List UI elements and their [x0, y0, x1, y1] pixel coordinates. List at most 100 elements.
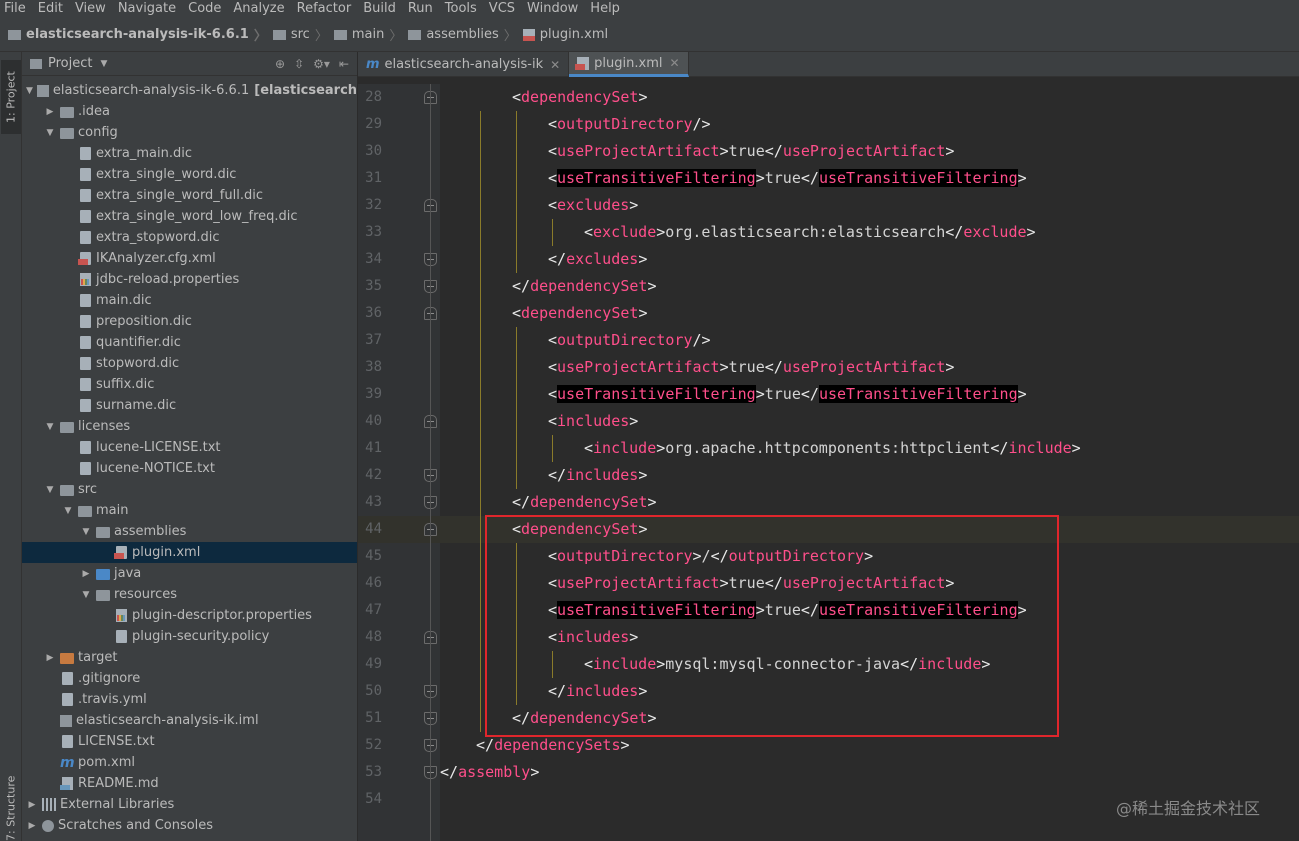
tree-item[interactable]: jdbc-reload.properties: [22, 269, 357, 290]
code-line[interactable]: <outputDirectory/>: [440, 111, 1299, 138]
close-icon[interactable]: ✕: [669, 56, 680, 70]
code-line[interactable]: </dependencySet>: [440, 273, 1299, 300]
menu-view[interactable]: View: [74, 1, 106, 16]
tree-item[interactable]: ▼assemblies: [22, 521, 357, 542]
code-line[interactable]: <exclude>org.elasticsearch:elasticsearch…: [440, 219, 1299, 246]
tree-item[interactable]: ▼src: [22, 479, 357, 500]
tree-item[interactable]: ▶.idea: [22, 101, 357, 122]
gear-icon[interactable]: ⚙▾: [313, 56, 330, 71]
code-line[interactable]: <excludes>: [440, 192, 1299, 219]
expand-arrow-icon[interactable]: ▼: [64, 505, 72, 516]
tree-item[interactable]: preposition.dic: [22, 311, 357, 332]
tree-item[interactable]: main.dic: [22, 290, 357, 311]
tree-item[interactable]: plugin.xml: [22, 542, 357, 563]
code-line[interactable]: <dependencySet>: [440, 516, 1299, 543]
breadcrumb-item[interactable]: src〉: [272, 25, 334, 44]
tree-item[interactable]: .gitignore: [22, 668, 357, 689]
menu-window[interactable]: Window: [527, 1, 579, 16]
tree-item[interactable]: extra_single_word_full.dic: [22, 185, 357, 206]
tree-item[interactable]: ▶Scratches and Consoles: [22, 815, 357, 836]
tree-item[interactable]: extra_main.dic: [22, 143, 357, 164]
tree-item[interactable]: ▶target: [22, 647, 357, 668]
tree-item[interactable]: suffix.dic: [22, 374, 357, 395]
code-line[interactable]: <useTransitiveFiltering>true</useTransit…: [440, 381, 1299, 408]
structure-tool-tab[interactable]: 7: Structure: [4, 775, 18, 841]
tree-item[interactable]: extra_single_word.dic: [22, 164, 357, 185]
menu-run[interactable]: Run: [407, 1, 433, 16]
code-line[interactable]: <useProjectArtifact>true</useProjectArti…: [440, 138, 1299, 165]
breadcrumb-item[interactable]: elasticsearch-analysis-ik-6.6.1〉: [8, 25, 273, 44]
tree-item[interactable]: ▼config: [22, 122, 357, 143]
hide-panel-icon[interactable]: ⇤: [338, 56, 349, 71]
project-tool-tab[interactable]: 1: Project: [1, 60, 21, 134]
code-line[interactable]: <outputDirectory/>: [440, 327, 1299, 354]
collapse-arrow-icon[interactable]: ▶: [82, 568, 90, 579]
menu-help[interactable]: Help: [590, 1, 620, 16]
tree-item[interactable]: elasticsearch-analysis-ik.iml: [22, 710, 357, 731]
breadcrumb-item[interactable]: plugin.xml: [522, 27, 608, 42]
code-line[interactable]: </dependencySet>: [440, 489, 1299, 516]
code-editor[interactable]: <dependencySet><outputDirectory/><usePro…: [440, 84, 1299, 841]
tree-item[interactable]: lucene-NOTICE.txt: [22, 458, 357, 479]
expand-arrow-icon[interactable]: ▼: [82, 589, 90, 600]
code-line[interactable]: <dependencySet>: [440, 300, 1299, 327]
tree-item[interactable]: LICENSE.txt: [22, 731, 357, 752]
chevron-down-icon[interactable]: ▼: [100, 58, 108, 69]
expand-arrow-icon[interactable]: ▼: [82, 526, 90, 537]
tree-item[interactable]: .travis.yml: [22, 689, 357, 710]
close-icon[interactable]: ✕: [550, 57, 561, 72]
code-line[interactable]: <outputDirectory>/</outputDirectory>: [440, 543, 1299, 570]
tree-item[interactable]: ▼licenses: [22, 416, 357, 437]
tree-item[interactable]: surname.dic: [22, 395, 357, 416]
tree-item[interactable]: lucene-LICENSE.txt: [22, 437, 357, 458]
breadcrumb-item[interactable]: main〉: [333, 25, 409, 44]
expand-arrow-icon[interactable]: ▼: [46, 421, 54, 432]
menu-code[interactable]: Code: [188, 1, 222, 16]
code-line[interactable]: </excludes>: [440, 246, 1299, 273]
breadcrumb-item[interactable]: assemblies〉: [408, 25, 522, 44]
menu-navigate[interactable]: Navigate: [117, 1, 177, 16]
collapse-all-icon[interactable]: ⇳: [294, 56, 305, 71]
tree-item[interactable]: plugin-descriptor.properties: [22, 605, 357, 626]
tree-item[interactable]: quantifier.dic: [22, 332, 357, 353]
code-line[interactable]: </includes>: [440, 678, 1299, 705]
tree-item[interactable]: ▶java: [22, 563, 357, 584]
collapse-arrow-icon[interactable]: ▶: [28, 820, 36, 831]
code-line[interactable]: <includes>: [440, 408, 1299, 435]
tree-item[interactable]: README.md: [22, 773, 357, 794]
tree-item[interactable]: plugin-security.policy: [22, 626, 357, 647]
menu-file[interactable]: File: [4, 1, 26, 16]
menu-build[interactable]: Build: [363, 1, 396, 16]
expand-arrow-icon[interactable]: ▼: [46, 484, 54, 495]
tree-item[interactable]: extra_stopword.dic: [22, 227, 357, 248]
menu-analyze[interactable]: Analyze: [233, 1, 285, 16]
collapse-arrow-icon[interactable]: ▶: [28, 799, 36, 810]
tree-item[interactable]: ▶External Libraries: [22, 794, 357, 815]
code-line[interactable]: <includes>: [440, 624, 1299, 651]
tree-item[interactable]: stopword.dic: [22, 353, 357, 374]
tree-item[interactable]: ▼resources: [22, 584, 357, 605]
tree-item[interactable]: extra_single_word_low_freq.dic: [22, 206, 357, 227]
menu-edit[interactable]: Edit: [37, 1, 63, 16]
code-line[interactable]: <dependencySet>: [440, 84, 1299, 111]
code-line[interactable]: <useTransitiveFiltering>true</useTransit…: [440, 165, 1299, 192]
code-line[interactable]: <useProjectArtifact>true</useProjectArti…: [440, 570, 1299, 597]
project-panel-title[interactable]: Project: [48, 56, 93, 71]
tree-item[interactable]: IKAnalyzer.cfg.xml: [22, 248, 357, 269]
code-line[interactable]: <useTransitiveFiltering>true</useTransit…: [440, 597, 1299, 624]
menu-refactor[interactable]: Refactor: [296, 1, 352, 16]
code-line[interactable]: <include>org.apache.httpcomponents:httpc…: [440, 435, 1299, 462]
tree-item[interactable]: ▼elasticsearch-analysis-ik-6.6.1[elastic…: [22, 80, 357, 101]
code-line[interactable]: <useProjectArtifact>true</useProjectArti…: [440, 354, 1299, 381]
code-line[interactable]: </dependencySets>: [440, 732, 1299, 759]
expand-arrow-icon[interactable]: ▼: [46, 127, 54, 138]
menu-tools[interactable]: Tools: [444, 1, 477, 16]
tree-item[interactable]: ▼main: [22, 500, 357, 521]
editor-tab[interactable]: plugin.xml✕: [569, 52, 689, 77]
expand-arrow-icon[interactable]: ▼: [26, 85, 33, 96]
code-line[interactable]: <include>mysql:mysql-connector-java</inc…: [440, 651, 1299, 678]
collapse-arrow-icon[interactable]: ▶: [46, 652, 54, 663]
code-line[interactable]: </includes>: [440, 462, 1299, 489]
